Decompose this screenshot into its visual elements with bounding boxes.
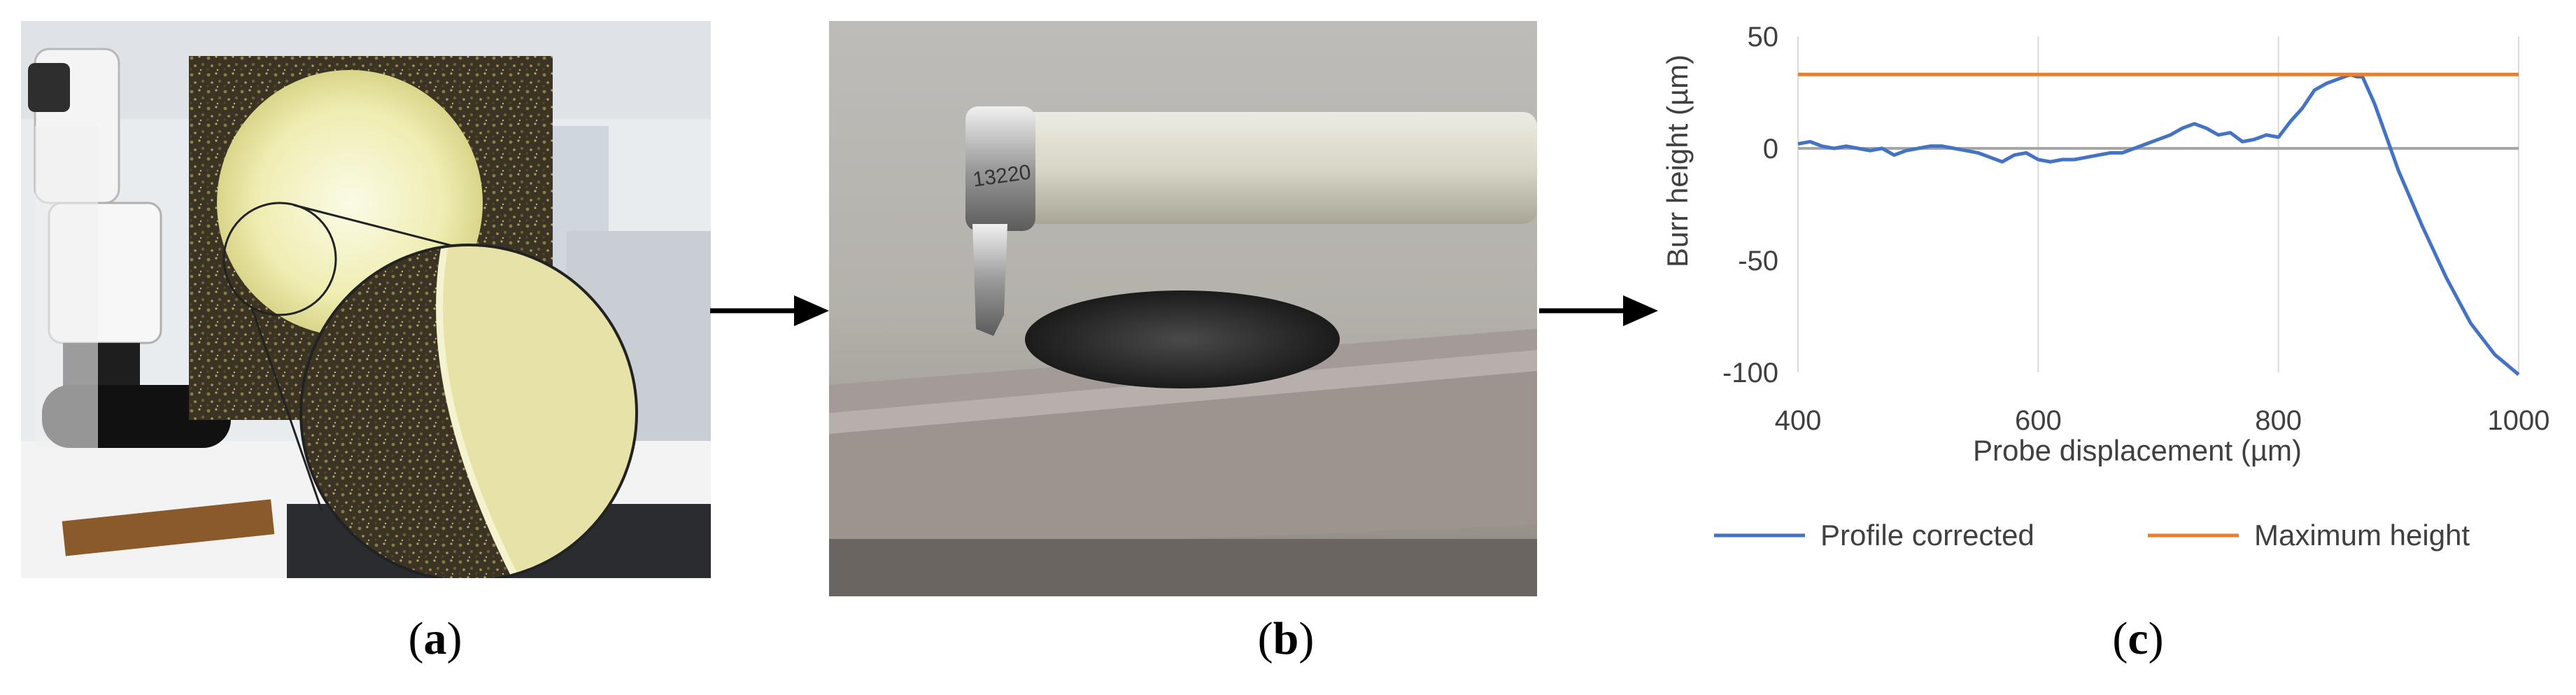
chart-gridlines [1797, 36, 2519, 372]
caption-c: (c) [2112, 613, 2164, 664]
arrow-b-to-c [1539, 295, 1658, 326]
microscope-photo [21, 21, 711, 578]
x-tick-label: 400 [1775, 405, 1822, 436]
probe-photo: 13220 [829, 21, 1537, 596]
burr-height-chart: 50 0 -50 -100 400 600 800 1000 Burr height (µm)… [1651, 21, 2576, 602]
caption-b: (b) [1257, 613, 1315, 664]
x-axis-label: Probe displacement (µm) [1973, 434, 2302, 467]
legend-label: Profile corrected [1820, 519, 2034, 552]
x-tick-label: 1000 [2488, 405, 2550, 436]
caption-a: (a) [408, 613, 462, 664]
y-tick-label: 0 [1763, 134, 1778, 164]
y-tick-label: 50 [1748, 22, 1779, 52]
chart-legend: Profile corrected Maximum height [1714, 519, 2470, 552]
chart-series [1797, 72, 2520, 377]
arrow-a-to-b [710, 295, 829, 326]
y-tick-label: -50 [1738, 246, 1778, 276]
y-axis-label: Burr height (µm) [1661, 55, 1694, 267]
y-tick-label: -100 [1722, 358, 1778, 388]
x-tick-label: 600 [2015, 405, 2062, 436]
legend-label: Maximum height [2254, 519, 2470, 552]
x-tick-label: 800 [2255, 405, 2302, 436]
chart-tick-labels: 50 0 -50 -100 400 600 800 1000 [1722, 22, 2550, 436]
series-line-profile-corrected [1797, 72, 2520, 377]
